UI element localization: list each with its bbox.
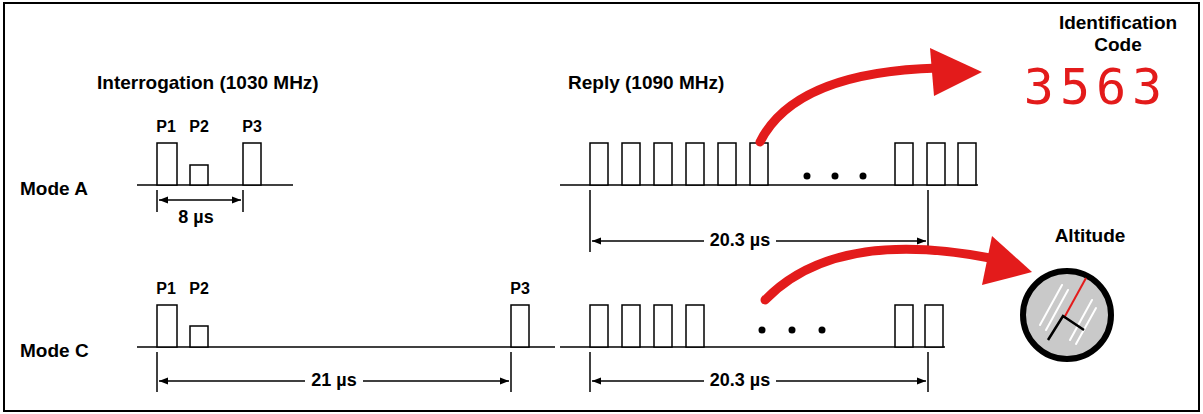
gauge-heading: Altitude xyxy=(1055,225,1126,247)
section-heading: Reply (1090 MHz) xyxy=(568,72,724,94)
dimension-label: 8 µs xyxy=(178,207,213,228)
seven-segment-readout: 3563 xyxy=(1024,62,1168,112)
pulse-name: P1 xyxy=(156,280,176,298)
ellipsis-dots xyxy=(804,173,867,180)
pulse-name: P3 xyxy=(242,118,262,136)
mode-label: Mode C xyxy=(20,340,89,362)
dimension-label: 20.3 µs xyxy=(704,230,776,251)
mode-a-reply-pulses xyxy=(560,143,978,252)
section-heading: Interrogation (1030 MHz) xyxy=(97,72,319,94)
dimension-label: 20.3 µs xyxy=(704,370,776,391)
red-curved-arrow xyxy=(760,48,982,142)
pulse-name: P2 xyxy=(189,118,209,136)
pulse-name: P1 xyxy=(156,118,176,136)
mode-a-interrogation-pulses xyxy=(137,143,293,212)
red-curved-arrow xyxy=(765,236,1032,300)
mode-c-reply-pulses xyxy=(560,305,945,392)
frame xyxy=(4,3,1199,411)
altimeter-gauge xyxy=(1023,271,1111,359)
mode-c-interrogation-pulses xyxy=(137,305,555,392)
pulse-name: P2 xyxy=(189,280,209,298)
mode-label: Mode A xyxy=(20,178,88,200)
pulse-name: P3 xyxy=(510,280,530,298)
display-heading: Identification Code xyxy=(1048,12,1188,56)
ellipsis-dots xyxy=(759,327,826,334)
dimension-label: 21 µs xyxy=(305,370,362,391)
